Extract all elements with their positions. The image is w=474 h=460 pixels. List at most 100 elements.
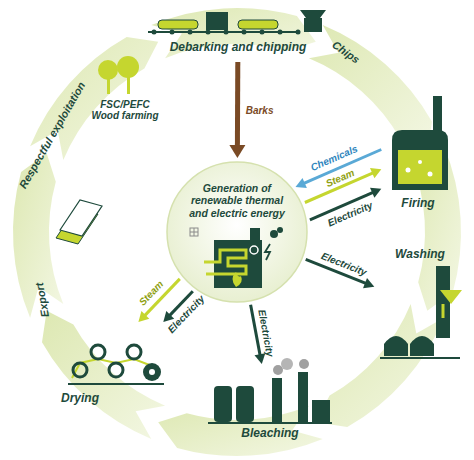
process-stage: Bleaching (205, 368, 335, 448)
boiler-icon (250, 228, 260, 242)
bleaching-icon (236, 386, 254, 422)
flow-arrow (229, 62, 245, 158)
bleaching-icon (312, 400, 330, 422)
tree-icon (98, 60, 118, 80)
conveyor-icon (206, 12, 228, 30)
conveyor-icon (224, 30, 229, 35)
conveyor-icon (300, 10, 326, 18)
conveyor-icon (296, 30, 301, 35)
arrow-head (370, 188, 381, 198)
arrow-head (138, 311, 149, 322)
stage-title: Bleaching (241, 426, 298, 440)
stage-title: Generation of renewable thermal and elec… (186, 182, 288, 219)
boiler-icon (277, 227, 283, 233)
arrow-shaft (235, 62, 240, 146)
furnace-icon (406, 168, 411, 173)
arrow-head (370, 168, 381, 178)
bleaching-icon (208, 358, 332, 423)
flow-label: Electricity (256, 308, 276, 357)
flow-label: Electricity (166, 293, 207, 335)
tree-icon (127, 76, 130, 94)
bleaching-icon (299, 359, 309, 369)
bleaching-icon (272, 378, 282, 422)
conveyor-icon (148, 10, 326, 35)
tree-icon (117, 56, 139, 78)
certification-label: FSC/PEFC Wood farming (88, 99, 162, 121)
boiler-icon (250, 246, 258, 254)
cycle-step-label: Export (33, 282, 51, 318)
cycle-arrow-segment (42, 311, 165, 439)
drying-icon (68, 345, 164, 384)
process-stage: Firing (385, 92, 452, 214)
conveyor-icon (238, 20, 278, 29)
drying-icon (72, 359, 152, 378)
energy-circle: Generation of renewable thermal and elec… (167, 162, 307, 302)
conveyor-icon (188, 30, 193, 35)
boiler-icon (265, 244, 270, 260)
flow-label: Electricity (326, 200, 374, 229)
washing-icon (380, 357, 460, 359)
drying-icon (149, 369, 155, 375)
stage-title: Firing (401, 196, 434, 210)
furnace-icon (428, 172, 433, 177)
conveyor-icon (206, 30, 211, 35)
furnace-icon (418, 160, 422, 164)
washing-icon (440, 290, 462, 304)
process-stage: Washing (378, 245, 462, 365)
process-stage: Drying (50, 325, 165, 410)
tree-icon (98, 56, 139, 94)
arrow-head (296, 178, 307, 188)
paper-sheets-icon (60, 200, 102, 236)
drying-icon (68, 383, 164, 385)
boiler-icon (190, 232, 198, 233)
stage-title: Drying (61, 391, 99, 405)
paper-sheets-icon (56, 200, 102, 244)
bleaching-icon (273, 365, 283, 375)
flow-label: Electricity (319, 250, 367, 278)
cycle-arrow-segment (316, 304, 444, 427)
bleaching-icon (214, 386, 232, 422)
drying-icon (73, 363, 87, 377)
conveyor-icon (278, 30, 283, 35)
drying-icon (143, 363, 161, 381)
process-stage: Debarking and chipping (118, 2, 358, 58)
arrow-head (229, 145, 245, 158)
washing-icon (410, 336, 434, 356)
furnace-icon (398, 150, 442, 184)
boiler-icon (190, 228, 198, 236)
stage-title: Washing (395, 247, 445, 261)
flow-label: Steam (137, 278, 166, 307)
conveyor-icon (152, 30, 157, 35)
center-circle (167, 162, 307, 302)
flow-label: Steam (324, 167, 356, 189)
boiler-icon (270, 230, 278, 238)
stage-title: Debarking and chipping (170, 40, 307, 54)
drying-icon (91, 345, 105, 359)
flow-label: Barks (246, 105, 274, 116)
cycle-step-label: Chips (330, 38, 362, 65)
boiler-icon (204, 250, 246, 274)
bleaching-icon (281, 358, 293, 370)
conveyor-icon (170, 30, 175, 35)
bleaching-icon (208, 422, 332, 424)
furnace-icon (392, 96, 448, 190)
boiler-icon (233, 272, 242, 287)
drying-icon (127, 345, 141, 359)
washing-icon (436, 266, 450, 338)
washing-icon (442, 304, 445, 318)
boiler-icon (214, 240, 262, 288)
furnace-icon (392, 130, 448, 190)
washing-icon (384, 336, 408, 356)
cycle-step-label: Respectful exploitation (17, 80, 88, 191)
boiler-icon (190, 227, 283, 288)
cycle-ring (13, 8, 461, 456)
conveyor-icon (304, 18, 322, 32)
conveyor-icon (158, 20, 198, 29)
center-circle (167, 162, 307, 302)
conveyor-icon (260, 30, 265, 35)
washing-icon (380, 266, 462, 358)
drying-icon (109, 363, 123, 377)
arrow-head (363, 278, 374, 288)
conveyor-icon (242, 30, 247, 35)
